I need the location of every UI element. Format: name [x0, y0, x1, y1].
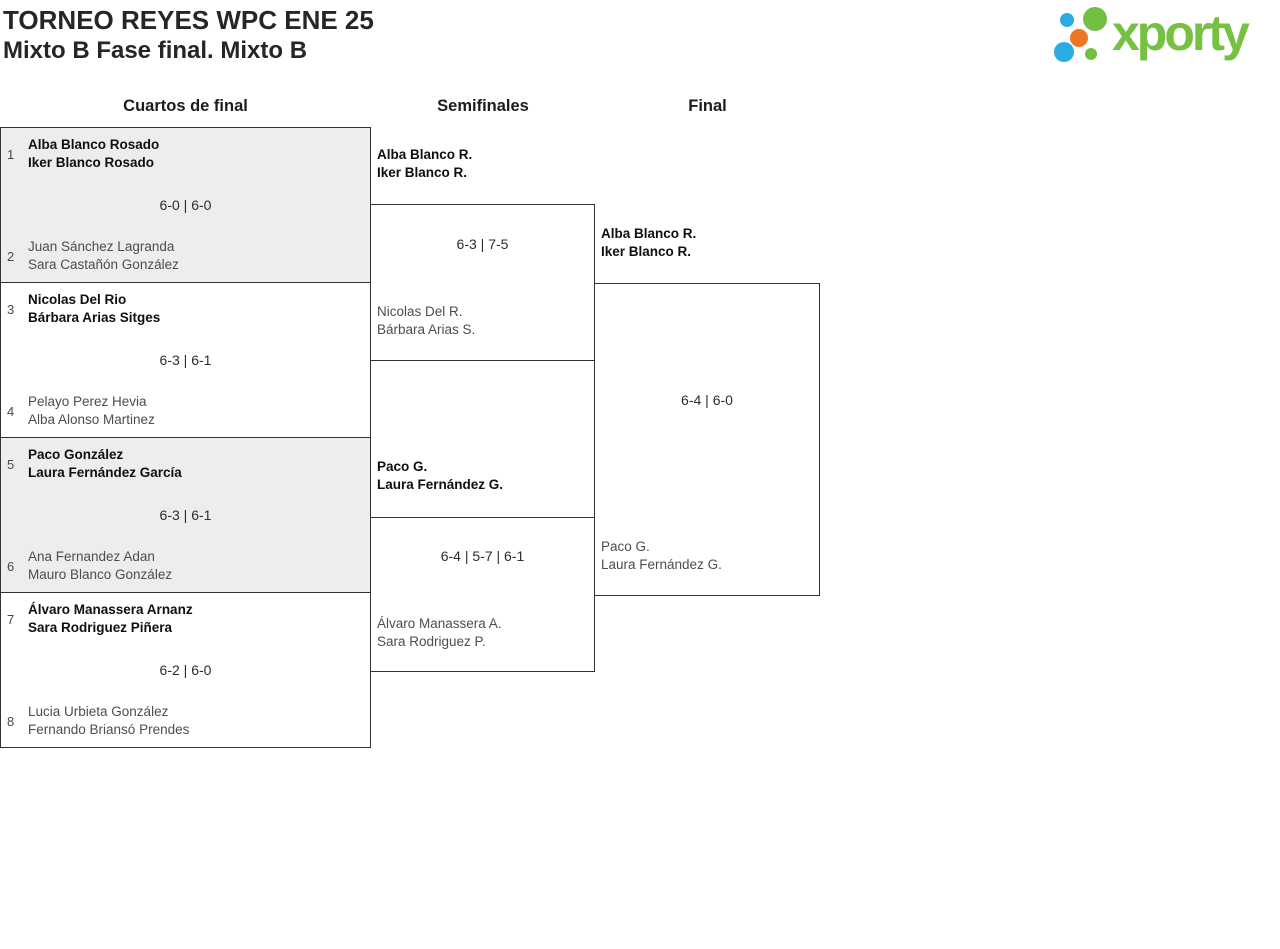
sf-match-1-team-bottom: Nicolas Del R. Bárbara Arias S.	[377, 303, 475, 339]
player-name: Iker Blanco Rosado	[28, 155, 155, 170]
player-name: Sara Rodriguez Piñera	[28, 620, 173, 635]
team-names: Lucia Urbieta González Fernando Briansó …	[28, 703, 189, 739]
team-names: Juan Sánchez Lagranda Sara Castañón Gonz…	[28, 238, 179, 274]
tournament-subtitle: Mixto B Fase final. Mixto B	[3, 37, 308, 64]
team-pair: 7 Álvaro Manassera Arnanz Sara Rodriguez…	[7, 601, 364, 637]
player-name: Mauro Blanco González	[28, 567, 173, 582]
seed-number: 6	[7, 558, 15, 574]
tournament-title: TORNEO REYES WPC ENE 25	[3, 5, 374, 35]
player-name: Sara Castañón González	[28, 257, 179, 272]
player-name: Nicolas Del Rio	[28, 292, 127, 307]
team-names: Nicolas Del Rio Bárbara Arias Sitges	[28, 291, 160, 327]
player-name: Álvaro Manassera Arnanz	[28, 602, 193, 617]
seed-number: 4	[7, 403, 15, 419]
player-name: Álvaro Manassera A.	[377, 616, 502, 631]
seed-number: 8	[7, 713, 15, 729]
final-team-bottom: Paco G. Laura Fernández G.	[601, 538, 722, 574]
sf-match-2-score: 6-4 | 5-7 | 6-1	[440, 548, 525, 564]
final-team-top: Alba Blanco R. Iker Blanco R.	[601, 225, 696, 261]
team-names: Ana Fernandez Adan Mauro Blanco González	[28, 548, 172, 584]
round-header-semifinals: Semifinales	[437, 97, 529, 115]
sf-match-2-team-bottom: Álvaro Manassera A. Sara Rodriguez P.	[377, 615, 502, 651]
player-name: Alba Alonso Martinez	[28, 412, 155, 427]
xporty-logo[interactable]: xporty	[1048, 0, 1280, 75]
team-names: Álvaro Manassera Arnanz Sara Rodriguez P…	[28, 601, 193, 637]
player-name: Bárbara Arias S.	[377, 322, 476, 337]
player-name: Nicolas Del R.	[377, 304, 463, 319]
round-header-final: Final	[688, 97, 727, 115]
match-score: 6-3 | 6-1	[159, 352, 212, 368]
seed-number: 7	[7, 611, 15, 627]
player-name: Laura Fernández García	[28, 465, 182, 480]
player-name: Iker Blanco R.	[377, 165, 468, 180]
team-pair: 3 Nicolas Del Rio Bárbara Arias Sitges	[7, 291, 364, 327]
team-pair: 1 Alba Blanco Rosado Iker Blanco Rosado	[7, 136, 364, 172]
logo-dot-icon	[1085, 48, 1097, 60]
player-name: Lucia Urbieta González	[28, 704, 169, 719]
sf-match-1-box	[370, 204, 595, 361]
logo-dot-icon	[1083, 7, 1107, 31]
team-pair: 2 Juan Sánchez Lagranda Sara Castañón Go…	[7, 238, 364, 274]
player-name: Iker Blanco R.	[601, 244, 692, 259]
player-name: Alba Blanco R.	[601, 226, 697, 241]
team-pair: 4 Pelayo Perez Hevia Alba Alonso Martine…	[7, 393, 364, 429]
qf-match-2: 3 Nicolas Del Rio Bárbara Arias Sitges 6…	[1, 283, 370, 438]
seed-number: 3	[7, 301, 15, 317]
player-name: Fernando Briansó Prendes	[28, 722, 190, 737]
player-name: Alba Blanco R.	[377, 147, 473, 162]
team-names: Pelayo Perez Hevia Alba Alonso Martinez	[28, 393, 155, 429]
player-name: Alba Blanco Rosado	[28, 137, 160, 152]
player-name: Paco G.	[377, 459, 428, 474]
seed-number: 2	[7, 248, 15, 264]
round-header-quarterfinals: Cuartos de final	[123, 97, 248, 115]
qf-match-4: 7 Álvaro Manassera Arnanz Sara Rodriguez…	[1, 593, 370, 747]
seed-number: 5	[7, 456, 15, 472]
logo-dot-icon	[1070, 29, 1088, 47]
player-name: Ana Fernandez Adan	[28, 549, 155, 564]
qf-match-3: 5 Paco González Laura Fernández García 6…	[1, 438, 370, 593]
logo-dot-icon	[1060, 13, 1074, 27]
sf-match-1-score: 6-3 | 7-5	[456, 236, 509, 252]
seed-number: 1	[7, 146, 15, 162]
match-score: 6-3 | 6-1	[159, 507, 212, 523]
sf-match-1-team-top: Alba Blanco R. Iker Blanco R.	[377, 146, 472, 182]
player-name: Sara Rodriguez P.	[377, 634, 486, 649]
player-name: Paco González	[28, 447, 124, 462]
player-name: Juan Sánchez Lagranda	[28, 239, 175, 254]
quarterfinals-bracket: 1 Alba Blanco Rosado Iker Blanco Rosado …	[0, 127, 371, 748]
team-pair: 5 Paco González Laura Fernández García	[7, 446, 364, 482]
player-name: Paco G.	[601, 539, 650, 554]
team-pair: 6 Ana Fernandez Adan Mauro Blanco Gonzál…	[7, 548, 364, 584]
player-name: Laura Fernández G.	[377, 477, 504, 492]
team-names: Paco González Laura Fernández García	[28, 446, 182, 482]
logo-dot-icon	[1054, 42, 1074, 62]
final-score: 6-4 | 6-0	[681, 392, 733, 408]
player-name: Laura Fernández G.	[601, 557, 722, 572]
final-match-box	[594, 283, 820, 596]
logo-wordmark: xporty	[1112, 5, 1250, 61]
match-score: 6-0 | 6-0	[159, 197, 212, 213]
sf-match-2-team-top: Paco G. Laura Fernández G.	[377, 458, 503, 494]
team-pair: 8 Lucia Urbieta González Fernando Brians…	[7, 703, 364, 739]
match-score: 6-2 | 6-0	[159, 662, 212, 678]
qf-match-1: 1 Alba Blanco Rosado Iker Blanco Rosado …	[1, 128, 370, 283]
team-names: Alba Blanco Rosado Iker Blanco Rosado	[28, 136, 159, 172]
player-name: Bárbara Arias Sitges	[28, 310, 161, 325]
player-name: Pelayo Perez Hevia	[28, 394, 147, 409]
